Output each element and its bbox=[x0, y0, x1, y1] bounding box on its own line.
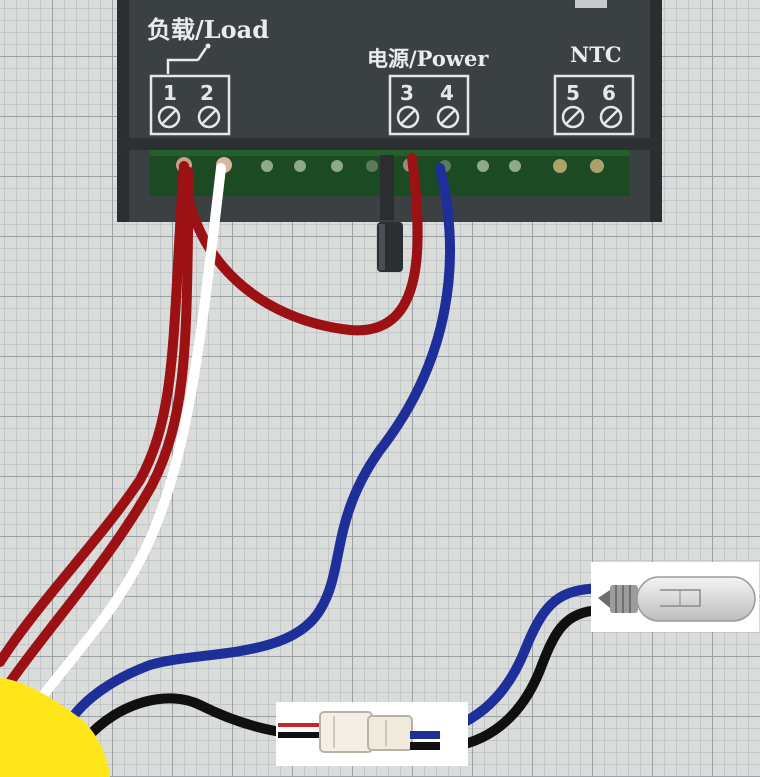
blue-wire-power bbox=[67, 163, 455, 723]
terminal-5-number: 5 bbox=[566, 81, 580, 105]
screw-5-icon bbox=[561, 105, 585, 129]
connector-plug-left bbox=[319, 711, 373, 753]
light-bulb bbox=[591, 562, 759, 632]
power-label: 电源/Power bbox=[367, 46, 489, 71]
bulb-contact-tip bbox=[598, 590, 610, 608]
wire-connector bbox=[276, 702, 468, 766]
terminal-4: 4 bbox=[436, 81, 460, 129]
connector-plug-right bbox=[367, 715, 413, 751]
terminal-1-number: 1 bbox=[163, 81, 177, 105]
screw-2-icon bbox=[197, 105, 221, 129]
ntc-label: NTC bbox=[570, 42, 622, 67]
relay-contact-dot bbox=[205, 43, 211, 49]
terminal-block-ntc bbox=[553, 74, 635, 136]
screw-4-icon bbox=[436, 105, 460, 129]
terminal-6: 6 bbox=[599, 81, 623, 129]
load-label: 负载/Load bbox=[147, 15, 269, 44]
white-wire bbox=[29, 163, 226, 713]
housing-left-edge bbox=[117, 0, 129, 222]
red-wire-load-1 bbox=[0, 161, 189, 667]
relay-contact-symbol bbox=[166, 58, 198, 74]
terminal-4-number: 4 bbox=[440, 81, 454, 105]
screw-3-icon bbox=[396, 105, 420, 129]
terminal-2: 2 bbox=[197, 81, 221, 129]
terminal-6-number: 6 bbox=[602, 81, 616, 105]
wires bbox=[0, 153, 605, 753]
terminal-3: 3 bbox=[396, 81, 420, 129]
housing-divider bbox=[380, 155, 394, 220]
terminal-1: 1 bbox=[157, 81, 181, 129]
screw-1-icon bbox=[157, 105, 181, 129]
terminal-3-number: 3 bbox=[400, 81, 414, 105]
terminal-5: 5 bbox=[561, 81, 585, 129]
screw-6-icon bbox=[599, 105, 623, 129]
housing-ledge bbox=[117, 138, 662, 150]
terminal-block-load bbox=[149, 74, 231, 136]
yellow-junction-blob bbox=[0, 678, 110, 777]
terminal-block-power bbox=[388, 74, 470, 136]
red-jumper-wire bbox=[179, 153, 423, 336]
relay-contact-arm bbox=[196, 47, 208, 61]
housing-top-tab bbox=[575, 0, 607, 8]
red-wire-load-2 bbox=[3, 167, 194, 690]
controller-housing: 负载/Load 电源/Power NTC 1 2 3 4 bbox=[117, 0, 662, 222]
terminal-2-number: 2 bbox=[200, 81, 214, 105]
bulb-glass bbox=[636, 576, 756, 622]
housing-right-edge bbox=[650, 0, 662, 222]
